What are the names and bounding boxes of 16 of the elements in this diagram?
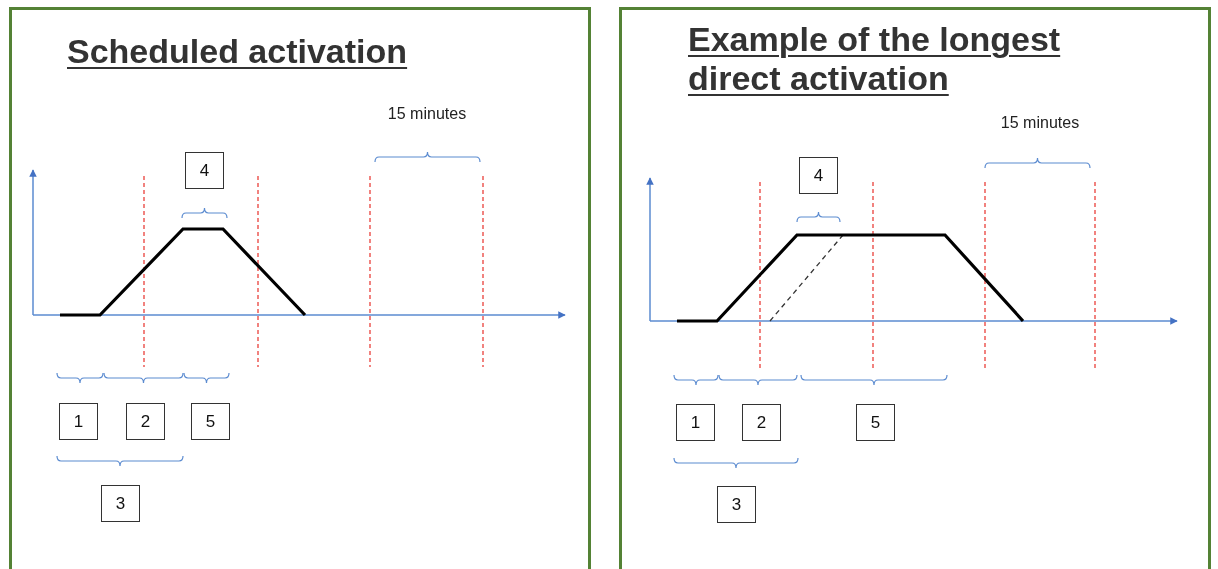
panel-heading: Scheduled activation	[67, 32, 409, 71]
step-number-box: 3	[717, 486, 756, 523]
step-number-box: 1	[59, 403, 98, 440]
step-number-box: 4	[799, 157, 838, 194]
step-number-box: 5	[191, 403, 230, 440]
panel-frame	[9, 7, 591, 569]
step-number-box: 5	[856, 404, 895, 441]
duration-label: 15 minutes	[387, 105, 467, 123]
step-number-box: 2	[742, 404, 781, 441]
panel-heading: Example of the longest direct activation	[688, 20, 1062, 98]
step-number-box: 3	[101, 485, 140, 522]
panel-frame	[619, 7, 1211, 569]
step-number-box: 4	[185, 152, 224, 189]
step-number-box: 1	[676, 404, 715, 441]
step-number-box: 2	[126, 403, 165, 440]
duration-label: 15 minutes	[1000, 114, 1080, 132]
